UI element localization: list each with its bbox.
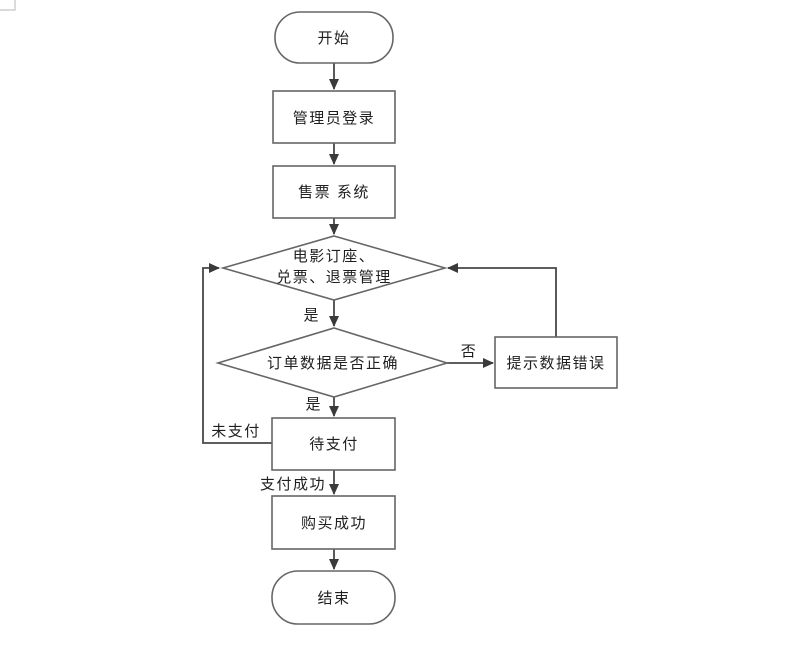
- order-check-label: 订单数据是否正确: [267, 355, 399, 372]
- admin-login-label: 管理员登录: [293, 110, 376, 127]
- pending-payment-box: [271, 417, 396, 471]
- page-boundary-corner-mark: [0, 0, 16, 11]
- yes-label-after-check: 是: [305, 396, 322, 413]
- nodes: [215, 11, 618, 625]
- node-labels: 开始 管理员登录 售票 系统 电影订座、 兑票、退票管理 订单数据是否正确 提示…: [267, 30, 605, 607]
- end-terminator: [271, 570, 396, 625]
- error-prompt-label: 提示数据错误: [506, 355, 605, 372]
- purchase-success-box: [271, 495, 396, 550]
- pay-success-label: 支付成功: [260, 476, 326, 493]
- arrow-unpaid-loop-to-booking: [202, 263, 272, 444]
- error-prompt-box: [494, 336, 618, 389]
- pending-payment-label: 待支付: [309, 436, 359, 453]
- no-label: 否: [461, 343, 478, 360]
- admin-login-box: [272, 90, 396, 144]
- booking-management-label-line2: 兑票、退票管理: [276, 269, 392, 286]
- ticket-system-label: 售票 系统: [298, 184, 370, 201]
- connectors: [202, 63, 557, 570]
- booking-management-label-line1: 电影订座、: [293, 248, 376, 265]
- arrow-error-back-to-booking: [447, 263, 557, 337]
- order-check-diamond: [215, 327, 450, 398]
- start-terminator: [274, 11, 394, 64]
- ticket-system-box: [272, 165, 396, 219]
- purchase-success-label: 购买成功: [301, 515, 367, 532]
- start-label: 开始: [317, 30, 350, 47]
- yes-label-after-booking: 是: [303, 307, 320, 324]
- end-label: 结束: [317, 590, 350, 607]
- booking-management-diamond: [220, 235, 448, 301]
- unpaid-label: 未支付: [211, 423, 261, 440]
- edge-labels: 是 是 否 未支付 支付成功: [211, 307, 478, 493]
